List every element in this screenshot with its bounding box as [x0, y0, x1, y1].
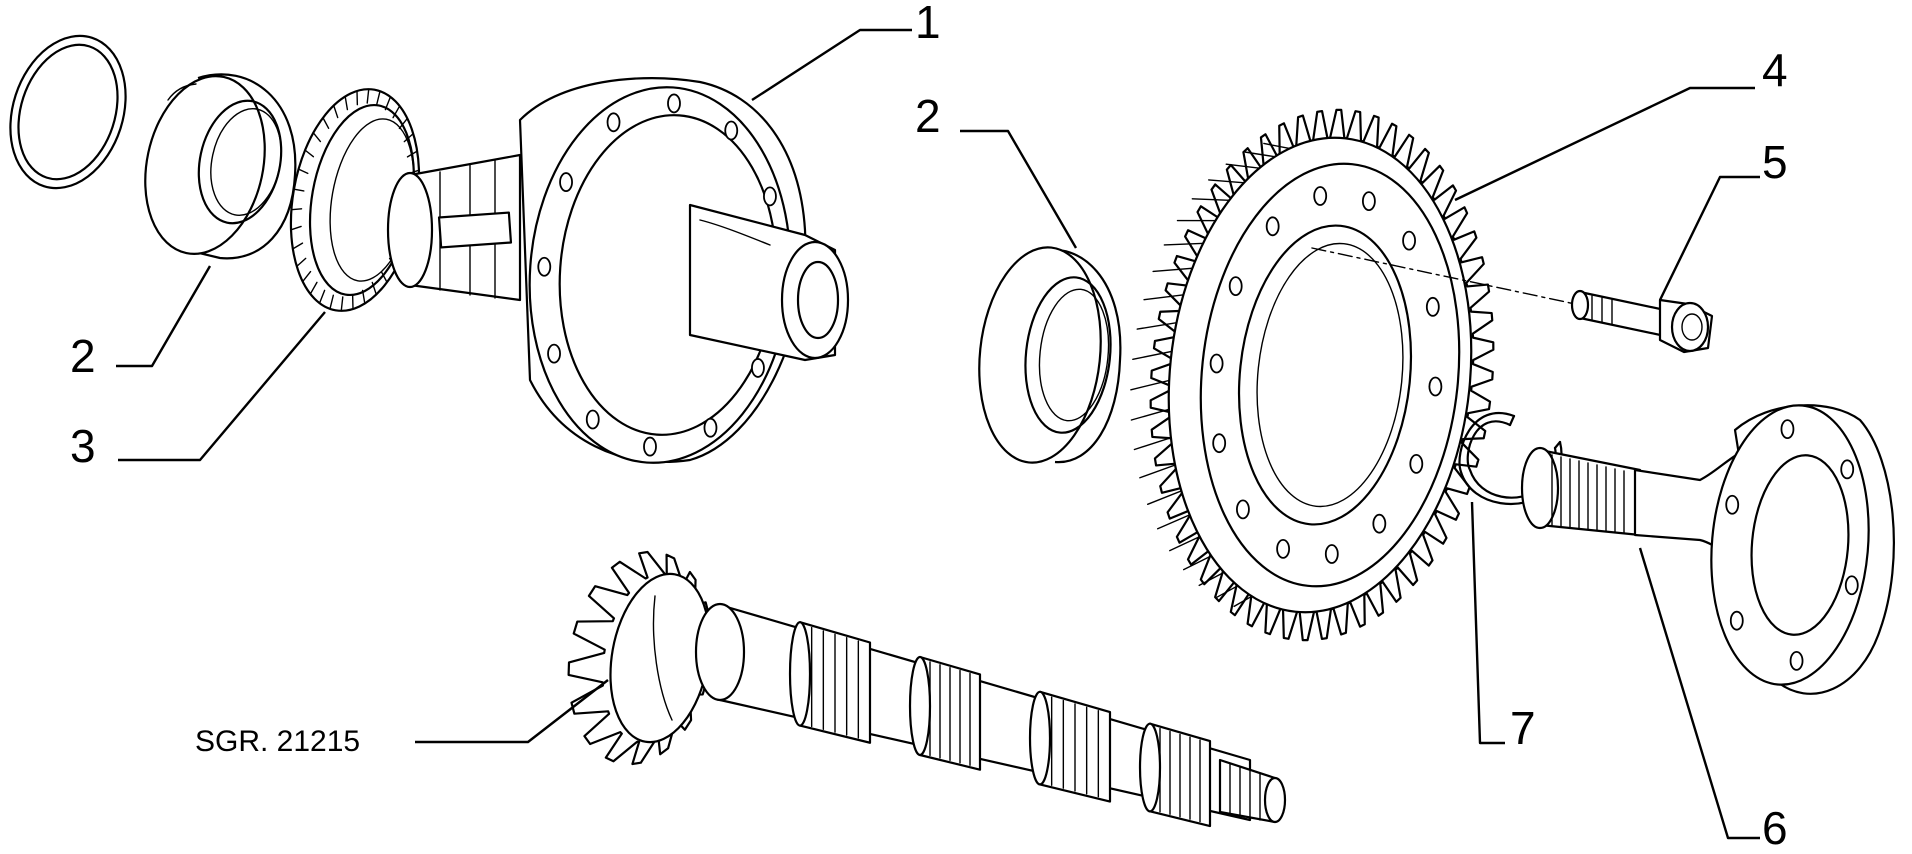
crown-bolt-hole — [1372, 513, 1387, 534]
leader-lines — [116, 28, 1760, 840]
flange-bolt-hole — [1840, 459, 1855, 480]
leader-1 — [751, 28, 912, 102]
retaining-ring — [9, 34, 127, 190]
housing-bolt-hole — [703, 417, 718, 438]
callout-7: 7 — [1510, 702, 1536, 754]
flange-bolt-hole — [1844, 575, 1859, 596]
pinion-shaft — [567, 550, 1287, 828]
flange-bolt-hole — [1729, 610, 1744, 631]
housing-bolt-hole — [751, 358, 765, 378]
callout-6: 6 — [1762, 802, 1788, 854]
housing-bolt-hole — [585, 409, 600, 430]
crown-bolt-hole — [1209, 353, 1224, 374]
crown-bolt-hole — [1361, 191, 1376, 211]
crown-bolt-hole — [1276, 539, 1291, 559]
crown-bolt-hole — [1324, 544, 1339, 564]
leader-6 — [1638, 547, 1760, 840]
flange-bolt-hole — [1789, 651, 1804, 671]
tone-wheel — [289, 88, 421, 312]
differential-housing — [386, 77, 850, 464]
housing-bolt-hole — [763, 186, 777, 207]
callout-2-left: 2 — [70, 330, 96, 382]
crown-bolt-hole — [1402, 230, 1416, 251]
crown-bolt-hole — [1425, 296, 1440, 317]
leader-7 — [1470, 501, 1505, 745]
leader-3 — [118, 311, 326, 462]
crown-bolt-hole — [1265, 216, 1280, 237]
housing-bolt-hole — [606, 112, 621, 133]
callout-5: 5 — [1762, 136, 1788, 188]
output-flange-shaft — [1520, 404, 1895, 695]
crown-bolt-hole — [1428, 376, 1443, 397]
bolt — [1570, 289, 1714, 354]
housing-bolt-hole — [667, 93, 681, 114]
housing-bolt-hole — [537, 256, 552, 277]
tapered-bearing-left — [144, 73, 297, 260]
housing-bolt-hole — [559, 172, 573, 192]
leader-2-left — [116, 265, 212, 368]
leader-4 — [1454, 86, 1755, 202]
flange-bolt-hole — [1725, 494, 1740, 515]
callout-2-right: 2 — [915, 90, 941, 142]
leader-ref — [415, 679, 609, 744]
reference-code: SGR. 21215 — [195, 725, 360, 758]
housing-bolt-hole — [724, 120, 739, 141]
tapered-bearing-right — [978, 246, 1122, 464]
flange-bolt-hole — [1780, 419, 1795, 439]
crown-bolt-hole — [1236, 499, 1250, 520]
crown-wheel — [1130, 108, 1581, 642]
crown-bolt-hole — [1212, 433, 1227, 454]
leader-5 — [1658, 175, 1760, 301]
crown-bolt-hole — [1409, 453, 1424, 474]
callout-4: 4 — [1762, 44, 1788, 96]
leader-2-right — [960, 129, 1078, 249]
callout-1: 1 — [915, 0, 941, 48]
callout-3: 3 — [70, 420, 96, 472]
housing-bolt-hole — [643, 436, 657, 457]
crown-bolt-hole — [1313, 186, 1328, 206]
crown-bolt-hole — [1228, 276, 1243, 297]
housing-bolt-hole — [547, 343, 561, 364]
